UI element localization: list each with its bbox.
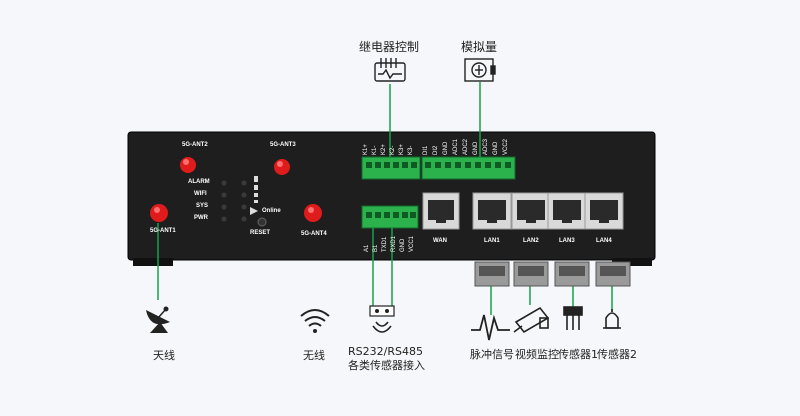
pin-k2m: K2-: [390, 145, 396, 155]
rj45-plug-icons: [474, 261, 631, 287]
pulse-icon: [471, 314, 510, 341]
label-lan2: LAN2: [523, 238, 539, 244]
port-lan1[interactable]: [472, 192, 512, 230]
port-lan4[interactable]: [584, 192, 624, 230]
label-pulse: 脉冲信号: [470, 348, 514, 361]
pin-gnd2: GND: [473, 141, 479, 155]
label-serial-1: RS232/RS485: [348, 345, 423, 358]
pin-rxd1: RXD1: [391, 235, 397, 252]
antenna-5g-ant1: [150, 204, 168, 222]
label-ant3: 5G-ANT3: [270, 142, 296, 148]
led-column-1: [221, 180, 227, 222]
pin-txd1: TXD1: [382, 236, 388, 252]
label-lan1: LAN1: [484, 238, 500, 244]
port-lan3[interactable]: [547, 192, 587, 230]
pin-adc2: ADC2: [463, 138, 469, 155]
label-video: 视频监控: [515, 348, 559, 361]
label-wan: WAN: [433, 238, 447, 244]
label-sensor1: 传感器1: [558, 348, 598, 361]
label-led-sys: SYS: [196, 203, 209, 209]
bell-sensor-icon: [603, 309, 621, 329]
label-ant4: 5G-ANT4: [301, 231, 327, 237]
label-relay-control: 继电器控制: [359, 40, 420, 54]
relay-terminal-screws: [366, 162, 417, 168]
label-reset: RESET: [250, 230, 271, 236]
pin-k3m: K3-: [408, 145, 414, 155]
pin-adc1: ADC1: [453, 138, 459, 155]
sensor-icon: [563, 306, 583, 330]
port-wan[interactable]: [422, 192, 460, 230]
pin-vcc1: VCC1: [409, 235, 415, 252]
relay-icon: [374, 58, 406, 82]
serial-terminal-screws: [366, 212, 416, 218]
label-led-pwr: PWR: [194, 215, 208, 221]
signal-icon: [250, 176, 258, 215]
pin-di1: DI1: [423, 145, 429, 155]
camera-icon: [513, 306, 550, 334]
pin-k2p: K2+: [381, 144, 387, 155]
led-column-2: [241, 180, 247, 222]
label-wireless: 无线: [303, 349, 325, 362]
connector-lines: [157, 82, 613, 315]
wifi-icon: [300, 309, 330, 333]
reset-button[interactable]: [257, 217, 267, 227]
pin-b1: B1: [373, 244, 379, 252]
device-left-ear: [133, 258, 173, 266]
device-right-ear: [612, 258, 652, 266]
pin-gnd-serial: GND: [400, 238, 406, 252]
pin-a1: A1: [364, 244, 370, 252]
label-online: Online: [262, 208, 281, 214]
io-terminal-screws: [425, 162, 511, 168]
antenna-5g-ant4: [304, 204, 322, 222]
label-led-wifi: WIFI: [194, 191, 207, 197]
label-sensor2: 传感器2: [597, 348, 637, 361]
pin-k3p: K3+: [399, 144, 405, 155]
pin-vcc2: VCC2: [503, 138, 509, 155]
label-lan3: LAN3: [559, 238, 575, 244]
antenna-5g-ant3: [274, 159, 290, 175]
pin-gnd1: GND: [443, 141, 449, 155]
label-lan4: LAN4: [596, 238, 612, 244]
pin-adc3: ADC3: [483, 138, 489, 155]
serial-sensor-icon: [369, 305, 395, 333]
label-analog: 模拟量: [461, 40, 498, 54]
label-serial-2: 各类传感器接入: [348, 359, 425, 372]
label-led-alarm: ALARM: [188, 179, 210, 185]
pin-k1p: K1+: [363, 144, 369, 155]
pin-k1m: K1-: [372, 145, 378, 155]
analog-meter-icon: [464, 58, 496, 82]
satellite-dish-icon: [146, 306, 170, 333]
pin-gnd3: GND: [493, 141, 499, 155]
pin-di2: DI2: [433, 145, 439, 155]
antenna-5g-ant2: [180, 157, 196, 173]
label-antenna: 天线: [153, 349, 175, 362]
label-ant1: 5G-ANT1: [150, 228, 176, 234]
port-lan2[interactable]: [511, 192, 551, 230]
label-ant2: 5G-ANT2: [182, 142, 208, 148]
